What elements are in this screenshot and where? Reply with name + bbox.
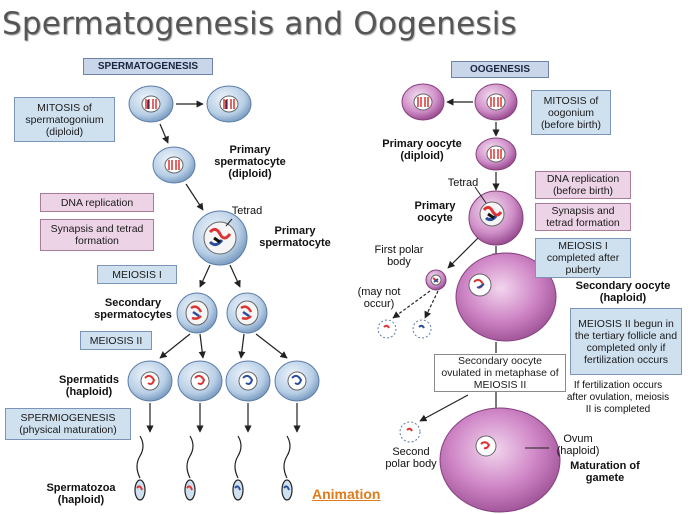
ovum-label: Ovum (haploid) bbox=[556, 433, 600, 457]
oogonium-cell-2 bbox=[474, 83, 518, 121]
if-fertilization-label: If fertilization occurs after ovulation,… bbox=[566, 380, 670, 415]
secondary-oocyte-cell bbox=[455, 252, 557, 342]
ovum-cell bbox=[439, 407, 561, 513]
second-polar-body-cell bbox=[399, 421, 421, 443]
oo-meiosis-2-box: MEIOSIS II begun in the tertiary follicl… bbox=[570, 308, 682, 375]
first-polar-body-label: First polar body bbox=[374, 244, 424, 268]
sperm-synapsis-box: Synapsis and tetrad formation bbox=[40, 219, 154, 251]
maturation-label: Maturation of gamete bbox=[570, 460, 640, 484]
primary-spermatocyte-cell bbox=[192, 210, 248, 266]
spermatogonium-cell-2 bbox=[206, 85, 252, 123]
primary-oocyte-label: Primary oocyte bbox=[414, 200, 456, 224]
oogenesis-header: OOGENESIS bbox=[451, 61, 549, 78]
secondary-oocyte-label: Secondary oocyte (haploid) bbox=[575, 280, 671, 304]
oo-dna-replication-box: DNA replication (before birth) bbox=[535, 171, 631, 199]
spermatid-cells bbox=[127, 360, 320, 402]
primary-spermatocyte-label: Primary spermatocyte bbox=[259, 225, 331, 249]
spermatozoa bbox=[134, 435, 293, 501]
may-not-occur-label: (may not occur) bbox=[357, 286, 401, 310]
spermiogenesis-box: SPERMIOGENESIS (physical maturation) bbox=[5, 408, 131, 440]
oo-mitosis-box: MITOSIS of oogonium (before birth) bbox=[531, 90, 611, 135]
polar-bodies-may-not-occur bbox=[377, 319, 432, 339]
oo-tetrad-label: Tetrad bbox=[447, 177, 479, 189]
second-polar-body-label: Second polar body bbox=[385, 446, 437, 470]
primary-spermatocyte-diploid-label: Primary spermatocyte (diploid) bbox=[214, 144, 286, 180]
sperm-meiosis-1-box: MEIOSIS I bbox=[97, 265, 177, 284]
primary-oocyte-diploid-label: Primary oocyte (diploid) bbox=[382, 138, 462, 162]
oo-synapsis-box: Synapsis and tetrad formation bbox=[535, 203, 631, 231]
secondary-spermatocyte-cell-1 bbox=[176, 292, 218, 334]
spermatogonium-cell-1 bbox=[128, 85, 174, 123]
oogonium-cell-1 bbox=[401, 83, 445, 121]
sperm-mitosis-box: MITOSIS of spermatogonium (diploid) bbox=[14, 97, 115, 142]
oo-meiosis-1-box: MEIOSIS I completed after puberty bbox=[535, 238, 631, 278]
spermatozoa-label: Spermatozoa (haploid) bbox=[46, 482, 116, 506]
secondary-spermatocyte-cell-2 bbox=[226, 292, 268, 334]
first-polar-body-cell bbox=[425, 269, 447, 291]
primary-oocyte-diploid-cell bbox=[475, 137, 517, 171]
sperm-meiosis-2-box: MEIOSIS II bbox=[80, 331, 152, 350]
spermatids-label: Spermatids (haploid) bbox=[59, 374, 119, 398]
animation-link[interactable]: Animation bbox=[312, 486, 381, 502]
sperm-dna-replication-box: DNA replication bbox=[40, 193, 154, 212]
secondary-spermatocytes-label: Secondary spermatocytes bbox=[94, 297, 172, 321]
spermatogenesis-header: SPERMATOGENESIS bbox=[83, 58, 213, 75]
page-title: Spermatogenesis and Oogenesis bbox=[2, 6, 517, 42]
primary-oocyte-cell bbox=[468, 190, 524, 246]
primary-spermatocyte-diploid-cell bbox=[152, 146, 196, 184]
sperm-tetrad-label: Tetrad bbox=[231, 205, 263, 217]
ovulated-box: Secondary oocyte ovulated in metaphase o… bbox=[434, 354, 566, 392]
